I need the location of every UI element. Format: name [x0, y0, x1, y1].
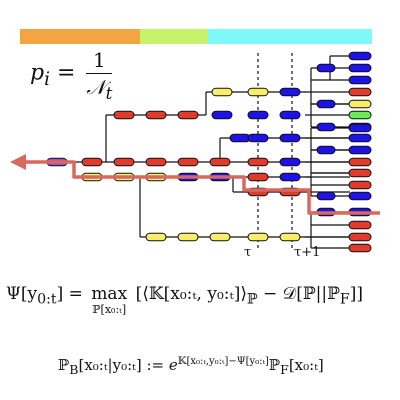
formula-psi-close: ]] — [349, 284, 363, 304]
tau-label: τ — [244, 245, 251, 260]
particle-node — [145, 157, 167, 167]
particle-node — [348, 63, 372, 73]
formula-psi-max-operator: max ℙ[x₀:ₜ] — [91, 284, 127, 316]
particle-node — [209, 157, 231, 167]
formula-psi-tail: − 𝒟[ℙ||ℙ — [263, 284, 340, 304]
color-bar-lime — [140, 29, 208, 44]
particle-node — [279, 133, 301, 143]
particle-node — [316, 191, 336, 201]
time-markers — [257, 53, 293, 248]
color-bar-orange — [20, 29, 140, 44]
formula-pb-exp-base: e — [168, 356, 178, 374]
particle-node — [113, 110, 135, 120]
particle-node — [348, 99, 372, 109]
particle-node — [211, 110, 233, 120]
particle-node — [229, 133, 251, 143]
formula-pb-rhs-sub: F — [280, 362, 289, 377]
particle-node — [348, 180, 372, 190]
particle-node — [113, 157, 135, 167]
particle-node — [348, 232, 372, 242]
formula-psi-lhs: Ψ[y — [6, 284, 38, 304]
selected-path — [10, 154, 380, 215]
particle-node — [177, 232, 199, 242]
particle-node — [316, 122, 336, 132]
particle-node — [247, 232, 269, 242]
formula-pb-lhs-sub: B — [69, 362, 79, 377]
particle-node — [348, 123, 372, 133]
particle-node — [247, 87, 269, 97]
formula-pb-rhs: ℙ — [268, 356, 281, 374]
particle-node — [279, 110, 301, 120]
formula-prob-lhs-sub: i — [44, 68, 50, 90]
particle-node — [348, 191, 372, 201]
selected-path-line — [20, 160, 380, 215]
formula-psi-lhs-sub: 0:t — [37, 291, 57, 308]
selected-path-arrowhead — [10, 154, 26, 170]
particle-node — [279, 157, 301, 167]
particle-node — [348, 110, 372, 120]
formula-prob-denominator: 𝒩t — [86, 75, 113, 103]
particle-node — [247, 133, 269, 143]
particle-node — [348, 145, 372, 155]
formula-pb-exponent: 𝕂[x₀:ₜ,y₀:ₜ]−Ψ[y₀:ₜ] — [177, 356, 269, 367]
particle-node — [316, 99, 336, 109]
particle-node — [247, 157, 269, 167]
particle-node — [348, 133, 372, 143]
particle-node — [247, 110, 269, 120]
backward-measure-formula: ℙB[x₀:ₜ|y₀:ₜ] := e𝕂[x₀:ₜ,y₀:ₜ]−Ψ[y₀:ₜ]ℙF… — [58, 356, 324, 377]
formula-psi-max: max — [91, 284, 128, 304]
particle-tree-diagram: τ τ+1 — [10, 29, 380, 260]
formula-psi-equals: ] = — [56, 284, 83, 304]
normalized-weight-formula: pi = 1 𝒩t — [30, 48, 113, 103]
particle-node — [348, 168, 372, 178]
particle-node — [211, 87, 233, 97]
particle-nodes — [46, 51, 372, 253]
formula-prob-numerator: 1 — [86, 48, 113, 74]
particle-node — [316, 145, 336, 155]
formula-psi-body-sub: ℙ — [246, 291, 258, 308]
top-color-bar — [20, 29, 372, 44]
particle-node — [348, 243, 372, 253]
particle-node — [348, 87, 372, 97]
particle-node — [177, 157, 199, 167]
particle-node — [209, 232, 231, 242]
formula-pb-rhs-args: [x₀:ₜ] — [288, 356, 324, 374]
formula-psi-tail-sub: F — [339, 291, 350, 308]
particle-node — [145, 232, 167, 242]
particle-node — [279, 87, 301, 97]
particle-node — [348, 51, 372, 61]
color-bar-cyan — [208, 29, 372, 44]
particle-node — [348, 220, 372, 230]
particle-node — [177, 110, 199, 120]
tau-plus-one-label: τ+1 — [294, 245, 320, 260]
particle-node — [348, 157, 372, 167]
particle-node — [279, 232, 301, 242]
particle-node — [145, 110, 167, 120]
formula-prob-lhs: p — [30, 60, 45, 86]
particle-node — [81, 157, 103, 167]
formula-pb-lhs: ℙ — [58, 356, 70, 374]
particle-node — [247, 172, 269, 182]
free-energy-formula: Ψ[y0:t] = max ℙ[x₀:ₜ] [⟨𝕂[x₀:ₜ, y₀:ₜ]⟩ℙ … — [6, 284, 363, 316]
formula-prob-fraction: 1 𝒩t — [86, 48, 113, 103]
formula-psi-max-under: ℙ[x₀:ₜ] — [92, 303, 127, 316]
particle-node — [316, 63, 336, 73]
formula-pb-args: [x₀:ₜ|y₀:ₜ] := — [78, 356, 165, 374]
particle-node — [279, 172, 301, 182]
particle-node — [348, 75, 372, 85]
formula-psi-body: [⟨𝕂[x₀:ₜ, y₀:ₜ]⟩ — [135, 284, 247, 304]
